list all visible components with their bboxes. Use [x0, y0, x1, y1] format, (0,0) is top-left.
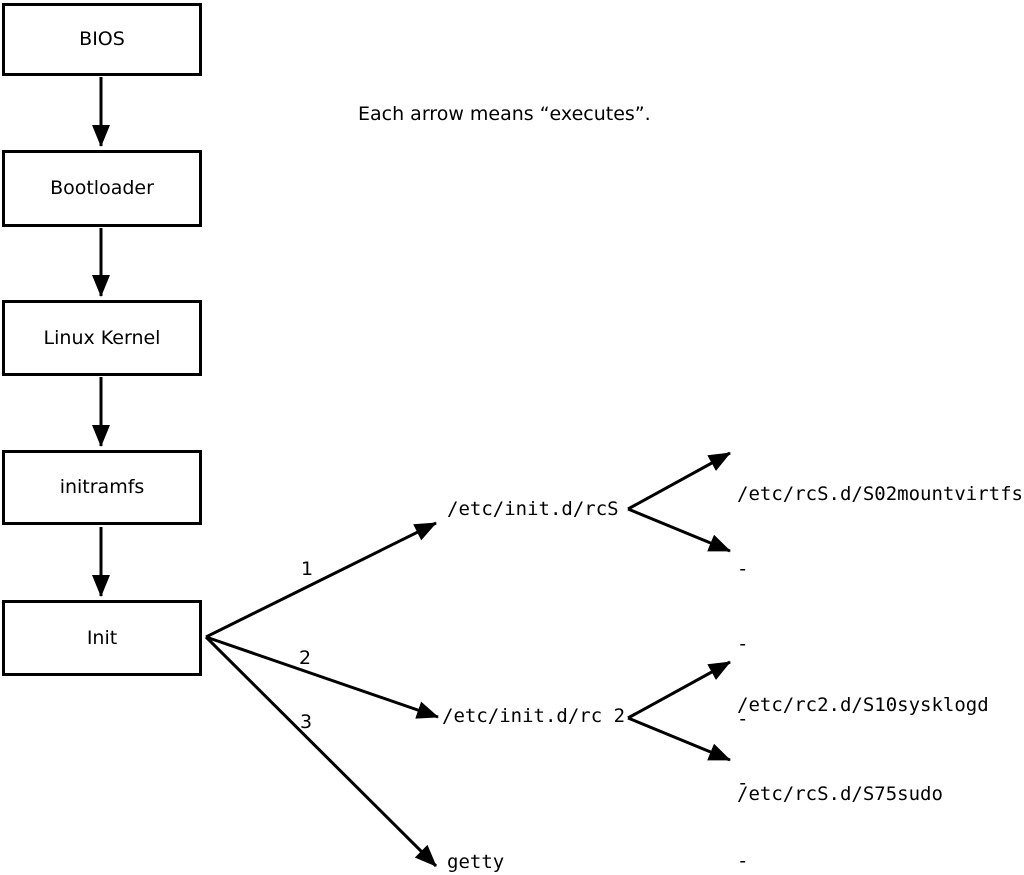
branch-getty-label: getty — [447, 851, 505, 873]
box-initramfs: initramfs — [2, 450, 202, 525]
box-bootloader-label: Bootloader — [50, 177, 154, 199]
rc2-child-s10sysklogd: /etc/rc2.d/S10sysklogd — [737, 694, 989, 716]
arrow-init-to-getty — [204, 635, 438, 868]
branch-rc2-label: /etc/init.d/rc 2 — [442, 705, 626, 727]
arrow-rc2-to-s10sysklogd — [627, 660, 731, 720]
arrow-label-3: 3 — [300, 711, 313, 733]
box-bios: BIOS — [2, 3, 202, 76]
box-init: Init — [2, 600, 202, 676]
box-initramfs-label: initramfs — [59, 476, 145, 498]
arrow-label-1: 1 — [301, 558, 314, 580]
arrow-init-to-rcs — [205, 521, 437, 639]
box-bootloader: Bootloader — [2, 150, 202, 227]
rc2-children-list: /etc/rc2.d/S10sysklogd - - - /etc/rc2.d/… — [737, 640, 989, 875]
caption: Each arrow means “executes”. — [358, 103, 651, 125]
rc2-child-ellipsis-2: - — [737, 850, 749, 872]
arrow-rc2-to-s99gdm — [627, 716, 731, 762]
rc2-child-ellipsis-1: - — [737, 772, 749, 794]
branch-rcs-label: /etc/init.d/rcS — [447, 498, 619, 520]
box-bios-label: BIOS — [79, 28, 125, 50]
arrow-rcs-to-s75sudo — [627, 507, 731, 553]
rcs-child-ellipsis-1: - — [737, 558, 749, 580]
arrow-rcs-to-s02mountvirtfs — [627, 451, 731, 511]
box-linux-kernel-label: Linux Kernel — [43, 326, 161, 349]
rcs-child-ellipsis-3: - — [737, 708, 749, 730]
rcs-child-s75sudo: /etc/rcS.d/S75sudo — [737, 783, 943, 805]
rcs-children-list: /etc/rcS.d/S02mountvirtfs - - - /etc/rcS… — [737, 432, 1023, 857]
arrow-init-to-rc2 — [205, 635, 439, 719]
box-linux-kernel: Linux Kernel — [2, 300, 202, 376]
arrow-label-2: 2 — [299, 647, 312, 669]
box-init-label: Init — [86, 626, 118, 649]
rcs-child-ellipsis-2: - — [737, 633, 749, 655]
rcs-child-s02mountvirtfs: /etc/rcS.d/S02mountvirtfs — [737, 483, 1023, 505]
